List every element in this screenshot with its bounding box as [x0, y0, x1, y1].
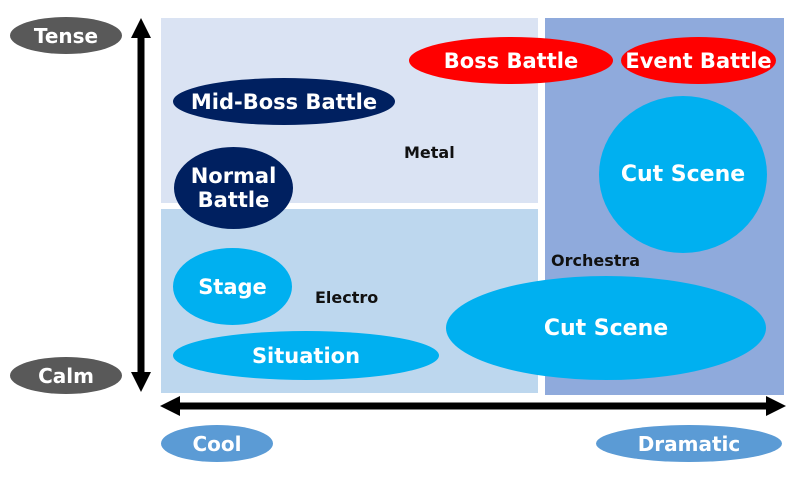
item-event-battle: Event Battle — [621, 37, 776, 84]
item-normal-battle: Normal Battle — [174, 147, 293, 229]
zone-label-electro: Electro — [315, 288, 379, 307]
item-mid-boss-battle: Mid-Boss Battle — [173, 78, 395, 125]
axis-label-calm: Calm — [10, 357, 122, 394]
zone-label-metal: Metal — [404, 143, 455, 162]
zone-label-orchestra: Orchestra — [551, 251, 641, 270]
vertical-axis-arrow-top — [131, 18, 151, 38]
item-boss-battle: Boss Battle — [409, 37, 613, 84]
axis-label-tense: Tense — [10, 17, 122, 54]
item-stage: Stage — [173, 248, 292, 325]
item-normal-battle-line1: Normal — [190, 164, 277, 188]
item-situation: Situation — [173, 331, 439, 380]
horizontal-axis-arrow-left — [160, 396, 180, 416]
vertical-axis-arrow-bottom — [131, 372, 151, 392]
axis-label-cool: Cool — [161, 425, 273, 462]
horizontal-axis-arrow-right — [766, 396, 786, 416]
item-normal-battle-line2: Battle — [197, 188, 270, 212]
axis-label-dramatic: Dramatic — [596, 425, 782, 462]
item-cut-scene-bottom: Cut Scene — [446, 276, 766, 380]
item-cut-scene-top: Cut Scene — [599, 96, 767, 253]
